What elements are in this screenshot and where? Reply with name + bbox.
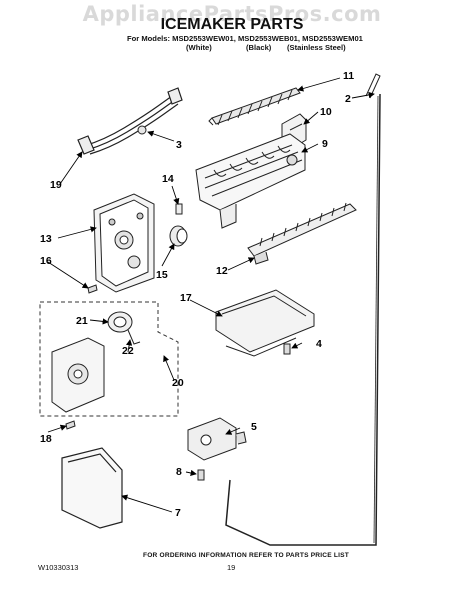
ice-mold-part-9 xyxy=(195,133,306,229)
stripper-part-12 xyxy=(247,202,357,265)
callout-17: 17 xyxy=(180,292,192,304)
motor-part-21 xyxy=(107,311,141,345)
finish-stainless-steel: (Stainless Steel) xyxy=(287,43,346,52)
callout-18: 18 xyxy=(40,433,52,445)
finish-white: (White) xyxy=(186,43,212,52)
callout-21: 21 xyxy=(76,315,88,327)
callout-11: 11 xyxy=(343,70,354,82)
document-number: W10330313 xyxy=(38,563,79,572)
callout-4: 4 xyxy=(316,338,322,350)
motor-kit-outline-part-20 xyxy=(39,301,179,417)
panel-part-7 xyxy=(61,447,123,529)
callout-7: 7 xyxy=(175,507,181,519)
callout-12: 12 xyxy=(216,265,228,277)
coupling-part-15 xyxy=(169,225,188,247)
callout-5: 5 xyxy=(251,421,257,433)
ejector-bar-part-11 xyxy=(208,87,301,126)
page-title: ICEMAKER PARTS xyxy=(160,16,304,33)
callout-14: 14 xyxy=(162,173,174,185)
callout-8: 8 xyxy=(176,466,182,478)
tray-part-17 xyxy=(215,289,315,357)
callout-9: 9 xyxy=(322,138,328,150)
screw-part-18 xyxy=(65,420,76,430)
screw-part-4 xyxy=(283,343,291,355)
callout-16: 16 xyxy=(40,255,52,267)
screw-part-16 xyxy=(87,284,98,294)
callout-19: 19 xyxy=(50,179,62,191)
finish-black: (Black) xyxy=(246,43,272,52)
module-housing-part-13 xyxy=(93,193,155,293)
page-number: 19 xyxy=(227,563,236,572)
callout-22: 22 xyxy=(122,345,134,357)
callout-10: 10 xyxy=(320,106,332,118)
callout-15: 15 xyxy=(156,269,168,281)
clip-part-14 xyxy=(175,203,183,215)
wire-harness-part-19 xyxy=(77,87,183,155)
ordering-info-note: FOR ORDERING INFORMATION REFER TO PARTS … xyxy=(143,552,349,559)
water-valve-part-5 xyxy=(187,417,247,461)
callout-20: 20 xyxy=(172,377,184,389)
callout-2: 2 xyxy=(345,93,351,105)
fastener-part-3 xyxy=(137,125,147,135)
module-plate xyxy=(51,337,105,413)
models-line: For Models: MSD2553WEW01, MSD2553WEB01, … xyxy=(127,34,363,43)
callout-13: 13 xyxy=(40,233,52,245)
screw-part-8 xyxy=(197,469,205,481)
watermark: AppliancePartsPros.com xyxy=(82,2,382,26)
callout-3: 3 xyxy=(176,139,182,151)
